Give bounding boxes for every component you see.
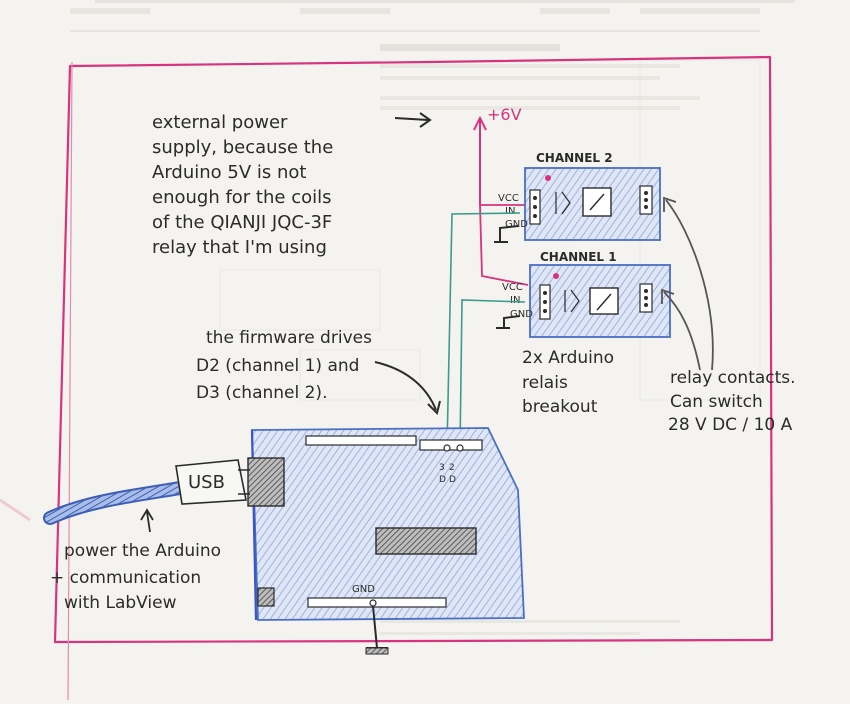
svg-text:3: 3 bbox=[439, 463, 445, 473]
frame-smudge bbox=[0, 498, 31, 522]
relay-module-channel-1: CHANNEL 1 VCC IN GND bbox=[496, 250, 671, 338]
power-note-line-6: relay that I'm using bbox=[152, 237, 327, 258]
ch2-vcc-label: VCC bbox=[498, 193, 519, 204]
arrow-to-cable bbox=[140, 508, 154, 533]
ch1-led bbox=[553, 273, 559, 279]
arrows-to-contacts bbox=[661, 196, 714, 371]
usb-plug bbox=[175, 459, 247, 505]
arrow-to-pins bbox=[374, 361, 441, 415]
svg-text:2: 2 bbox=[449, 463, 455, 473]
power-jack bbox=[257, 587, 275, 607]
usb-label: USB bbox=[188, 472, 225, 493]
power-note-line-1: external power bbox=[152, 112, 288, 133]
usb-jack bbox=[247, 457, 285, 507]
breakout-note-line-1: 2x Arduino bbox=[522, 348, 614, 368]
breakout-note-line-3: breakout bbox=[522, 397, 598, 417]
ch1-in-label: IN bbox=[510, 295, 520, 306]
usb-note-line-2: + communication bbox=[50, 568, 201, 588]
channel-1-label: CHANNEL 1 bbox=[540, 250, 617, 264]
power-note-line-4: enough for the coils bbox=[152, 187, 331, 208]
arrow-to-supply bbox=[394, 112, 432, 128]
contacts-note-line-3: 28 V DC / 10 A bbox=[668, 415, 793, 435]
microcontroller-chip bbox=[375, 527, 477, 555]
ch2-led bbox=[545, 175, 551, 181]
relay-module-channel-2: CHANNEL 2 VCC IN GND bbox=[494, 151, 661, 243]
svg-text:D: D bbox=[449, 475, 456, 485]
power-note-line-5: of the QIANJI JQC-3F bbox=[152, 212, 332, 233]
svg-text:D: D bbox=[439, 475, 446, 485]
power-note-line-3: Arduino 5V is not bbox=[152, 162, 306, 183]
ch1-vcc-label: VCC bbox=[502, 282, 523, 293]
wire-d2-channel-1 bbox=[459, 299, 526, 449]
power-note: external power supply, because the Ardui… bbox=[152, 112, 333, 258]
magenta-frame bbox=[53, 55, 774, 644]
digital-header-left bbox=[305, 435, 417, 446]
firmware-note-line-2: D2 (channel 1) and bbox=[196, 356, 359, 376]
wire-d3-channel-2 bbox=[446, 212, 521, 449]
firmware-note: the firmware drives D2 (channel 1) and D… bbox=[196, 328, 372, 403]
channel-2-label: CHANNEL 2 bbox=[536, 151, 613, 165]
contacts-note: relay contacts. Can switch 28 V DC / 10 … bbox=[668, 368, 796, 435]
usb-note-line-1: power the Arduino bbox=[64, 541, 221, 561]
power-header bbox=[307, 597, 447, 608]
usb-cable: USB bbox=[43, 459, 250, 525]
signal-wires bbox=[446, 212, 526, 449]
ch2-gnd-label: GND bbox=[505, 219, 528, 230]
supply-voltage-label: +6V bbox=[487, 105, 522, 124]
breakout-note-line-2: relais bbox=[522, 373, 568, 393]
usb-note: power the Arduino + communication with L… bbox=[50, 508, 221, 613]
supply-rail: +6V bbox=[473, 105, 529, 286]
ch2-in-label: IN bbox=[505, 206, 515, 217]
background-bleed-through bbox=[70, 0, 795, 635]
ch1-gnd-label: GND bbox=[510, 309, 533, 320]
firmware-note-line-3: D3 (channel 2). bbox=[196, 383, 327, 403]
breakout-note: 2x Arduino relais breakout bbox=[522, 348, 614, 417]
firmware-note-line-1: the firmware drives bbox=[206, 328, 372, 348]
frame-sketch-line bbox=[67, 61, 73, 701]
usb-note-line-3: with LabView bbox=[64, 593, 177, 613]
power-note-line-2: supply, because the bbox=[152, 137, 333, 158]
contacts-note-line-2: Can switch bbox=[670, 392, 763, 412]
digital-header-right bbox=[419, 439, 483, 451]
contacts-note-line-1: relay contacts. bbox=[670, 368, 796, 388]
board-gnd-label: GND bbox=[352, 584, 375, 595]
